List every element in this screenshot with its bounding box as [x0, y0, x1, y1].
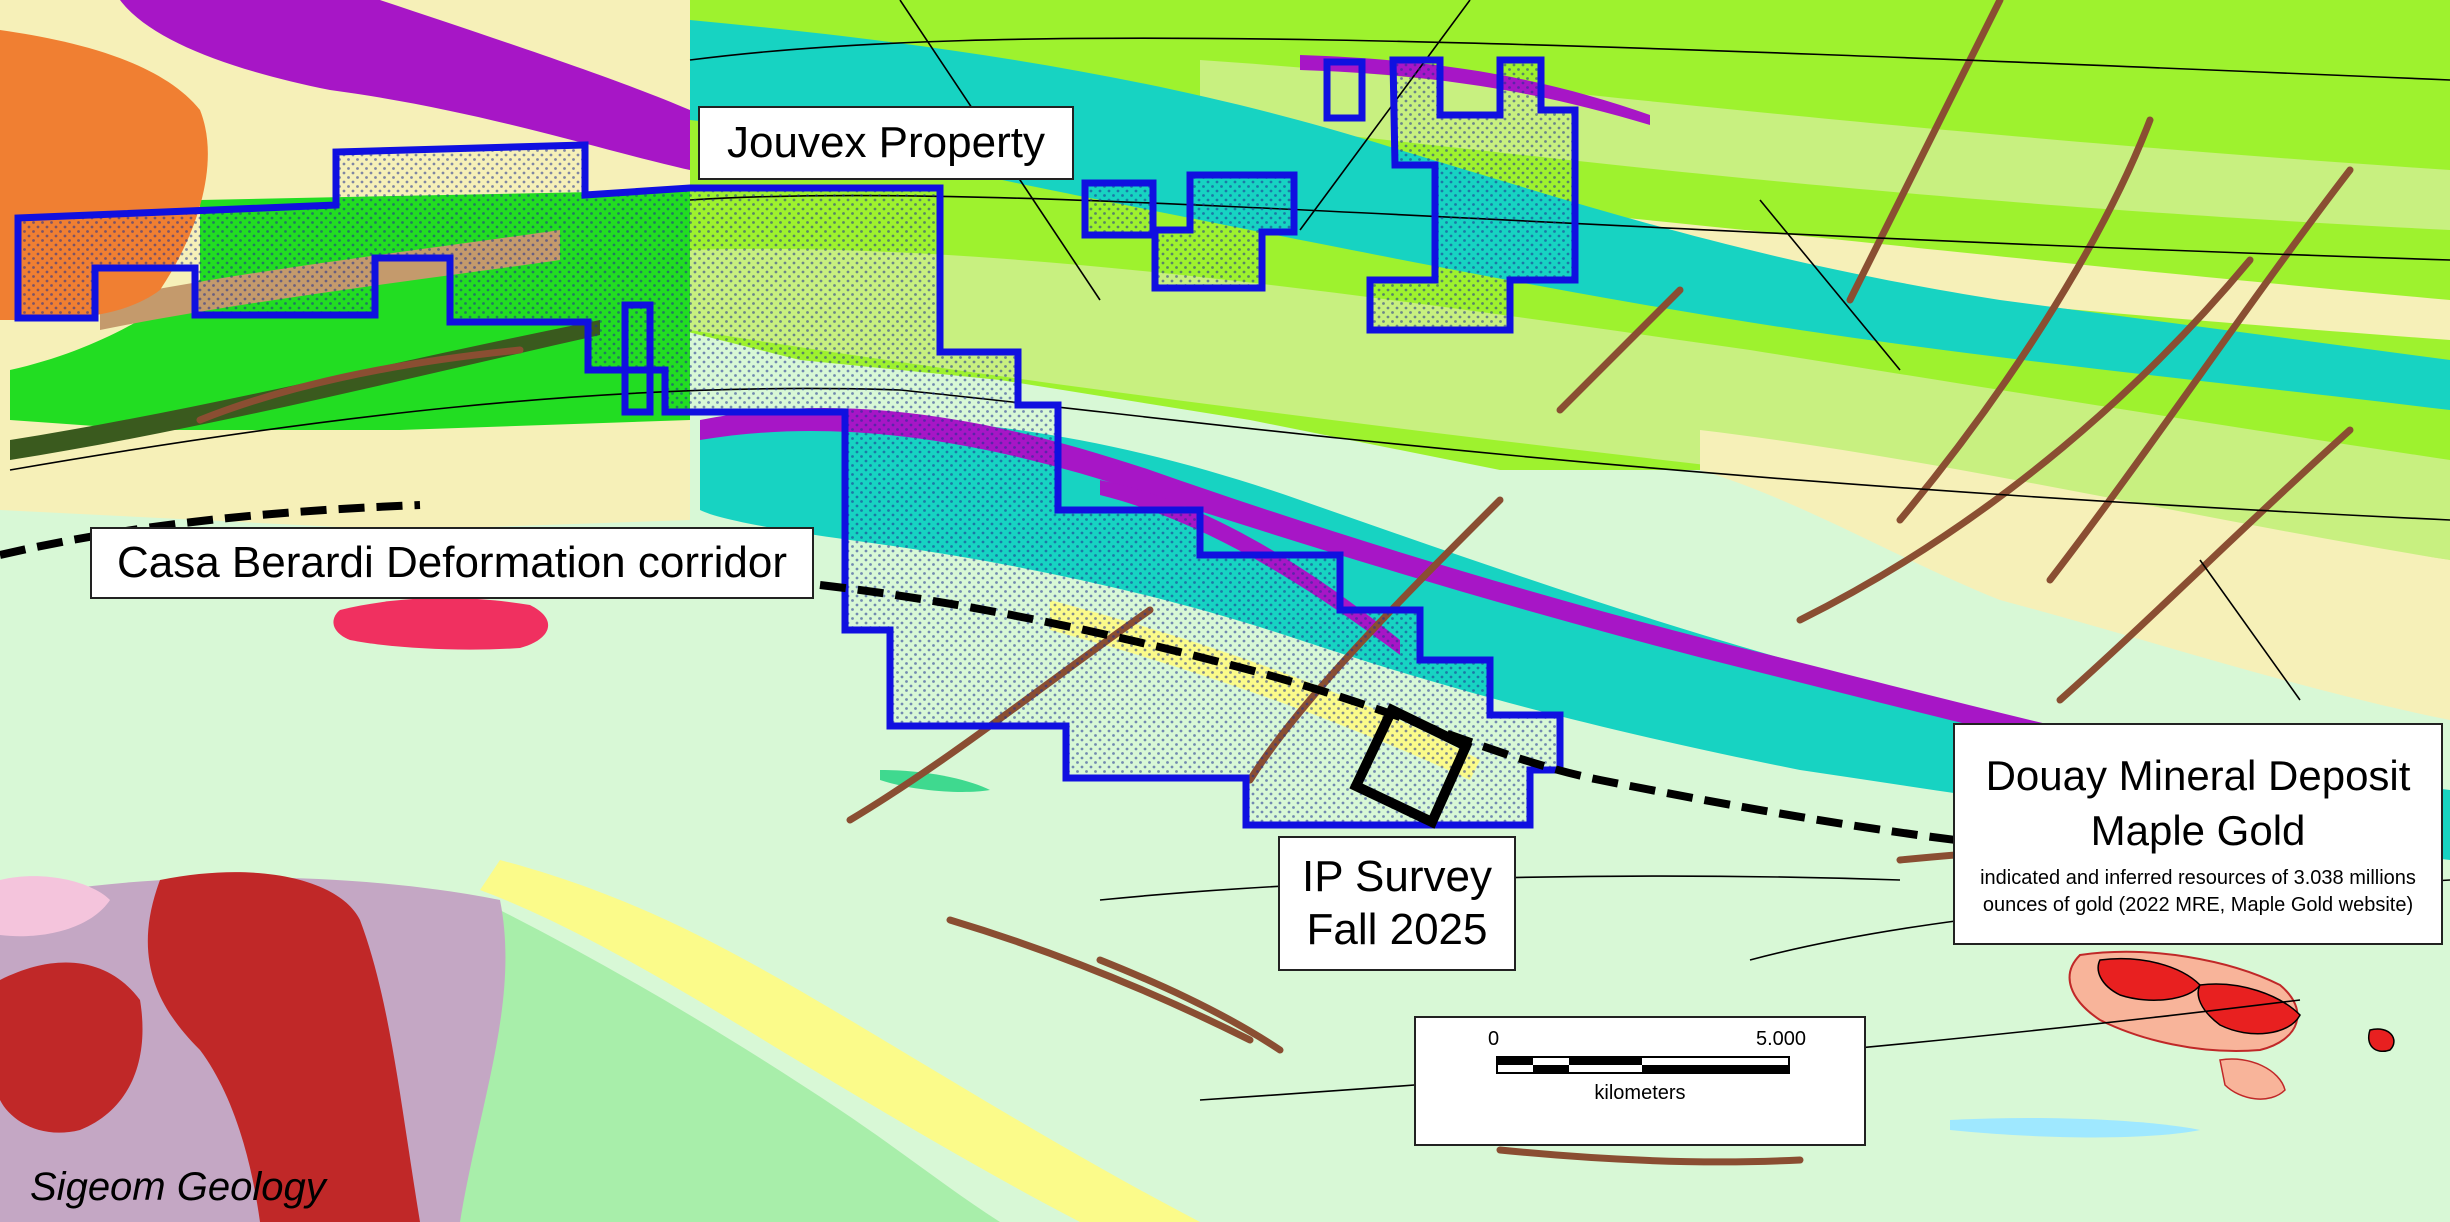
unit-yellow-belt-south	[480, 860, 1200, 1222]
label-ip-survey-line1: IP Survey	[1302, 851, 1492, 901]
property-dot-fill-main	[18, 145, 1560, 825]
label-casa-berardi: Casa Berardi Deformation corridor	[90, 527, 814, 599]
label-ip-survey-line2: Fall 2025	[1306, 904, 1488, 954]
unit-red-volcanic-west	[0, 962, 143, 1133]
unit-purple-streak-2	[1300, 55, 1650, 125]
scale-bar-unit: kilometers	[1594, 1082, 1686, 1104]
jouvex-property-outline	[14, 56, 1579, 829]
property-dot-fill-north	[1370, 60, 1575, 330]
scale-bar-zero: 0	[1488, 1028, 1500, 1050]
scale-bar-graphic	[1496, 1056, 1790, 1074]
unit-purple-band	[700, 408, 2300, 795]
label-ip-survey: IP Survey Fall 2025	[1278, 836, 1516, 971]
unit-pink-lens	[0, 876, 110, 937]
label-douay-deposit: Douay Mineral Deposit Maple Gold indicat…	[1953, 723, 2443, 945]
unit-cyan-lens-east	[1950, 1118, 2200, 1138]
unit-purple-streak	[1100, 480, 1400, 655]
map-credit: Sigeom Geology	[30, 1165, 326, 1209]
label-douay-line2: Maple Gold	[2090, 807, 2306, 854]
unit-red-volcanic	[147, 872, 420, 1222]
label-douay-line1: Douay Mineral Deposit	[1985, 752, 2411, 800]
casa-berardi-corridor-line	[0, 501, 2001, 849]
label-jouvex-property: Jouvex Property	[698, 106, 1074, 180]
douay-deposit-patches	[2068, 950, 2395, 1100]
unit-pink-intrusion	[333, 598, 549, 650]
ip-survey-area-outline	[1349, 703, 1473, 829]
label-douay-note: indicated and inferred resources of 3.03…	[1980, 866, 2416, 916]
label-casa-berardi-text: Casa Berardi Deformation corridor	[116, 537, 788, 587]
unit-purple-north	[120, 0, 690, 170]
scale-bar: 0 5.000 kilometers	[1414, 1016, 1866, 1146]
unit-light-green-south	[430, 900, 1000, 1222]
scale-bar-max: 5.000	[1756, 1028, 1807, 1050]
label-jouvex-property-text: Jouvex Property	[727, 117, 1045, 167]
